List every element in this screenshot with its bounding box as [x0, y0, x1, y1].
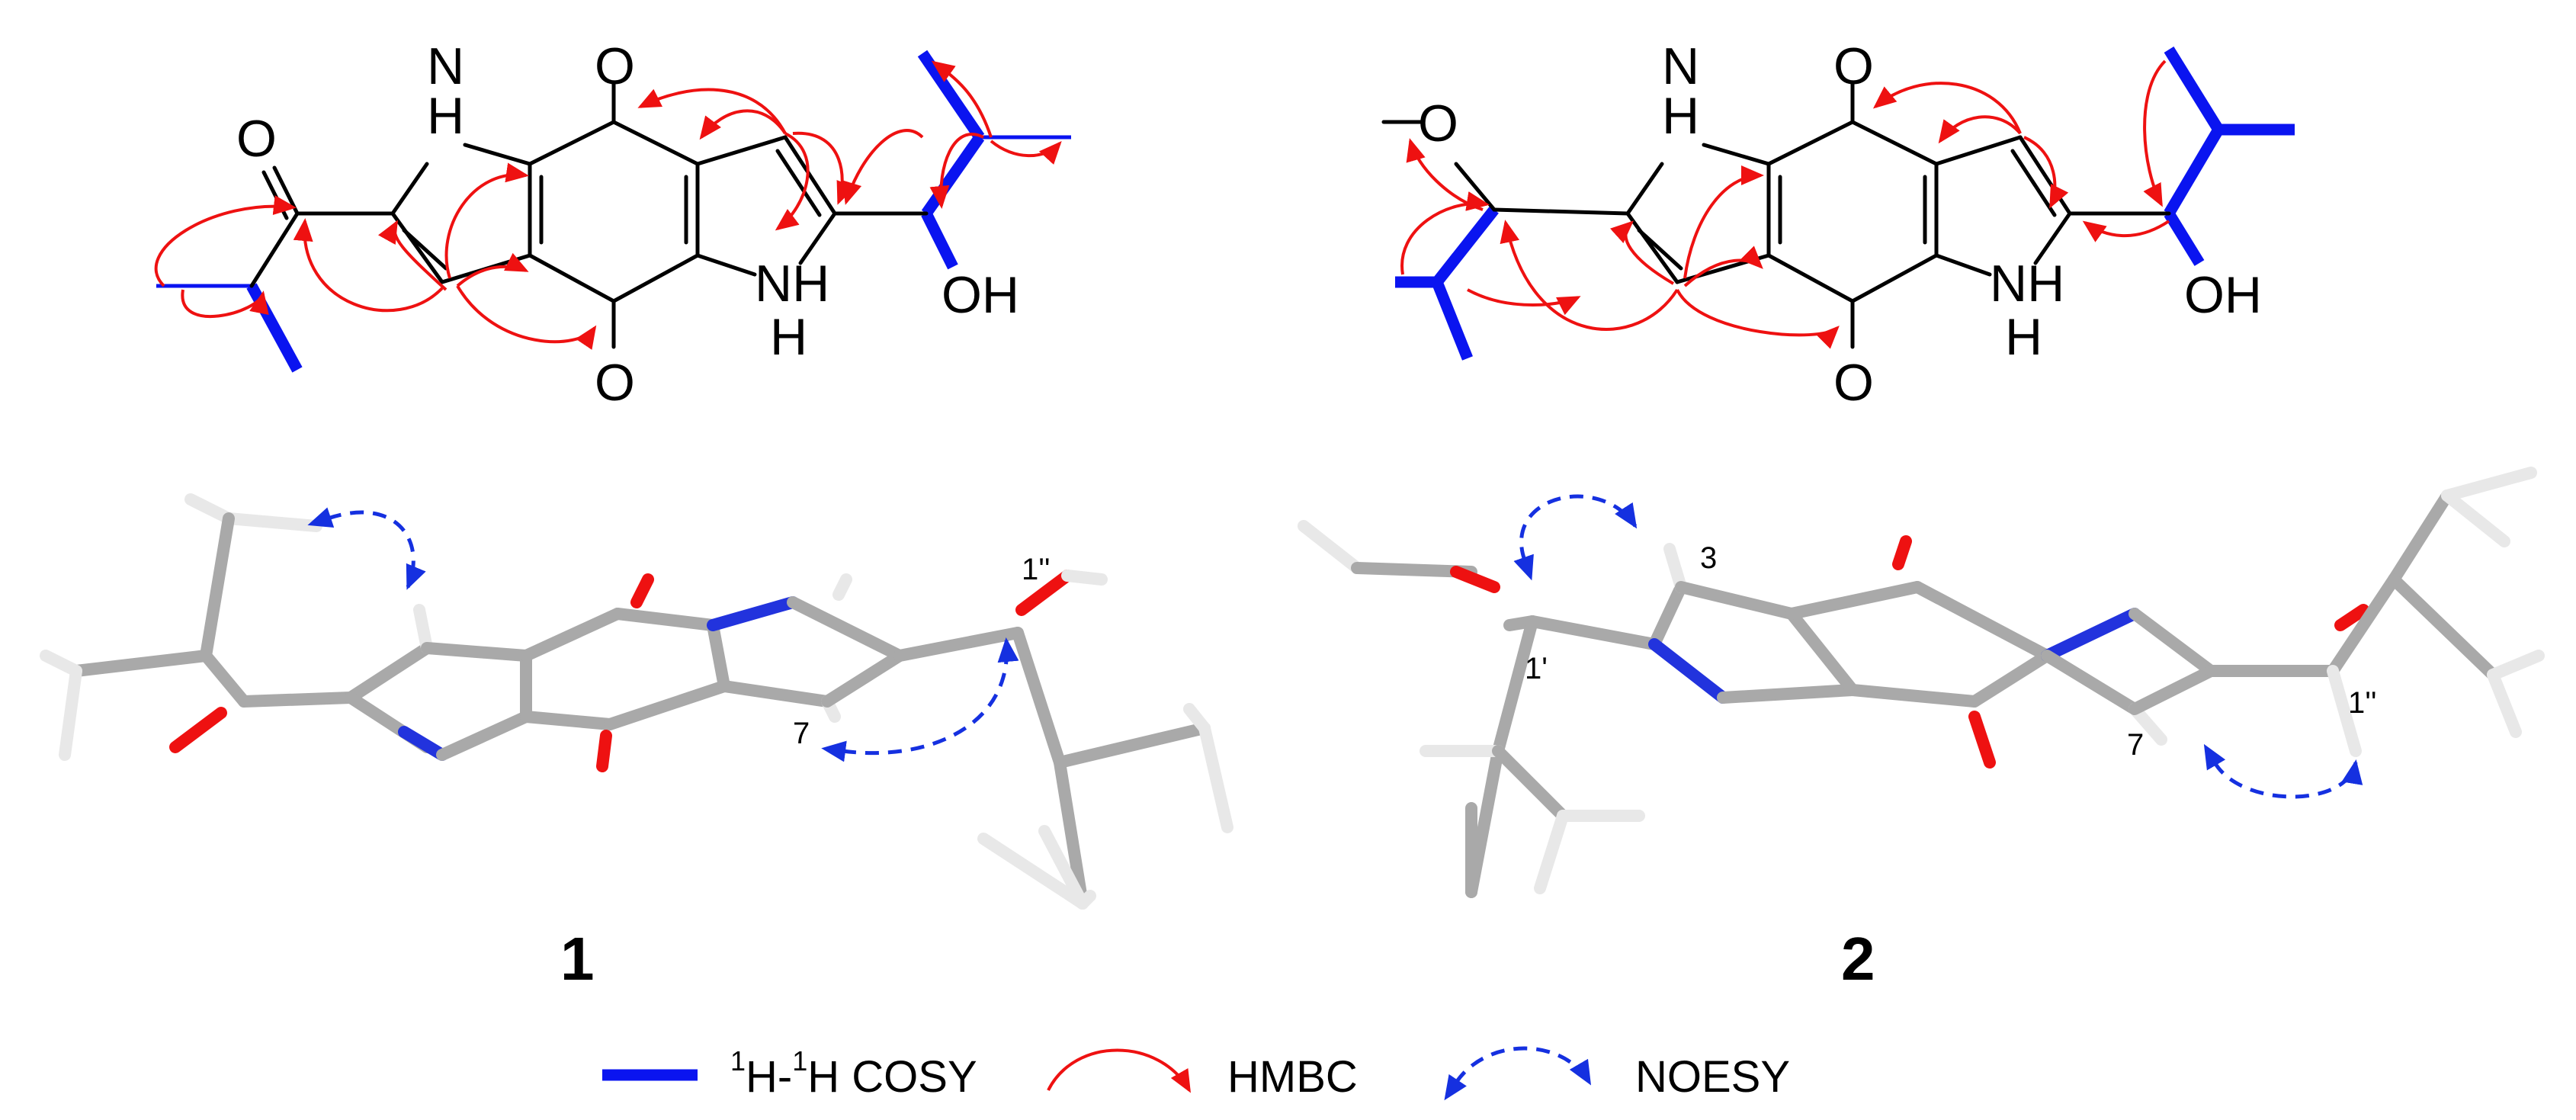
atom-o-top-label: O: [595, 37, 635, 95]
legend-hmbc-label: HMBC: [1227, 1052, 1358, 1102]
atom-2-o-methoxy-label: O: [1418, 95, 1458, 152]
compound-1-skeleton: [249, 82, 929, 349]
atom-oh-label: OH: [942, 266, 1019, 324]
compound-1-label-1dp: 1'': [1022, 553, 1051, 586]
atom-nh-label: NH: [755, 255, 829, 313]
atom-o-keto-label: O: [236, 110, 277, 168]
compound-2-label-3: 3: [1700, 541, 1717, 575]
compound-1-3d-model: 1'' 7: [40, 493, 1233, 910]
atom-2-n1-label: N: [1662, 37, 1699, 95]
compound-2-hmbc-arrows: [1400, 59, 2170, 349]
atom-2-h1-label: H: [1662, 87, 1699, 145]
legend-noesy-arrow: [1444, 1046, 1592, 1101]
atom-n1-label: N: [427, 37, 464, 95]
legend-noesy-label: NOESY: [1635, 1052, 1790, 1102]
atom-2-oh-label: OH: [2184, 266, 2262, 324]
compound-1-number: 1: [560, 925, 595, 993]
atom-2-nh-label: NH: [1990, 255, 2064, 313]
atom-2-o-bottom-label: O: [1833, 354, 1874, 412]
legend: 1H-1H COSY HMBC NOESY: [602, 1045, 1790, 1102]
compound-2-cosy-bonds: [1395, 47, 2295, 361]
atom-2-h2-label: H: [2005, 308, 2042, 366]
compound-2-3d-model: 3 1' 7 1'': [1298, 467, 2545, 898]
compound-1-hmbc-arrows: [154, 60, 1062, 350]
atom-o-bottom-label: O: [595, 354, 635, 412]
legend-cosy-label: 1H-1H COSY: [730, 1045, 977, 1102]
compound-2-label-7: 7: [2127, 728, 2144, 762]
atom-2-o-top-label: O: [1833, 37, 1874, 95]
compound-1-label-7: 7: [793, 717, 810, 750]
compound-2-label-1p: 1': [1525, 652, 1548, 685]
legend-hmbc-arrow: [1047, 1048, 1191, 1093]
compound-2-number: 2: [1841, 925, 1875, 993]
atom-h2-label: H: [770, 308, 807, 366]
compound-2-structure: N H O O O NH H OH: [1381, 37, 2295, 412]
compound-2-label-1dp: 1'': [2348, 686, 2377, 720]
compound-1-structure: N H N O O O NH H OH: [154, 37, 1071, 412]
atom-h1-label: H: [427, 87, 464, 145]
